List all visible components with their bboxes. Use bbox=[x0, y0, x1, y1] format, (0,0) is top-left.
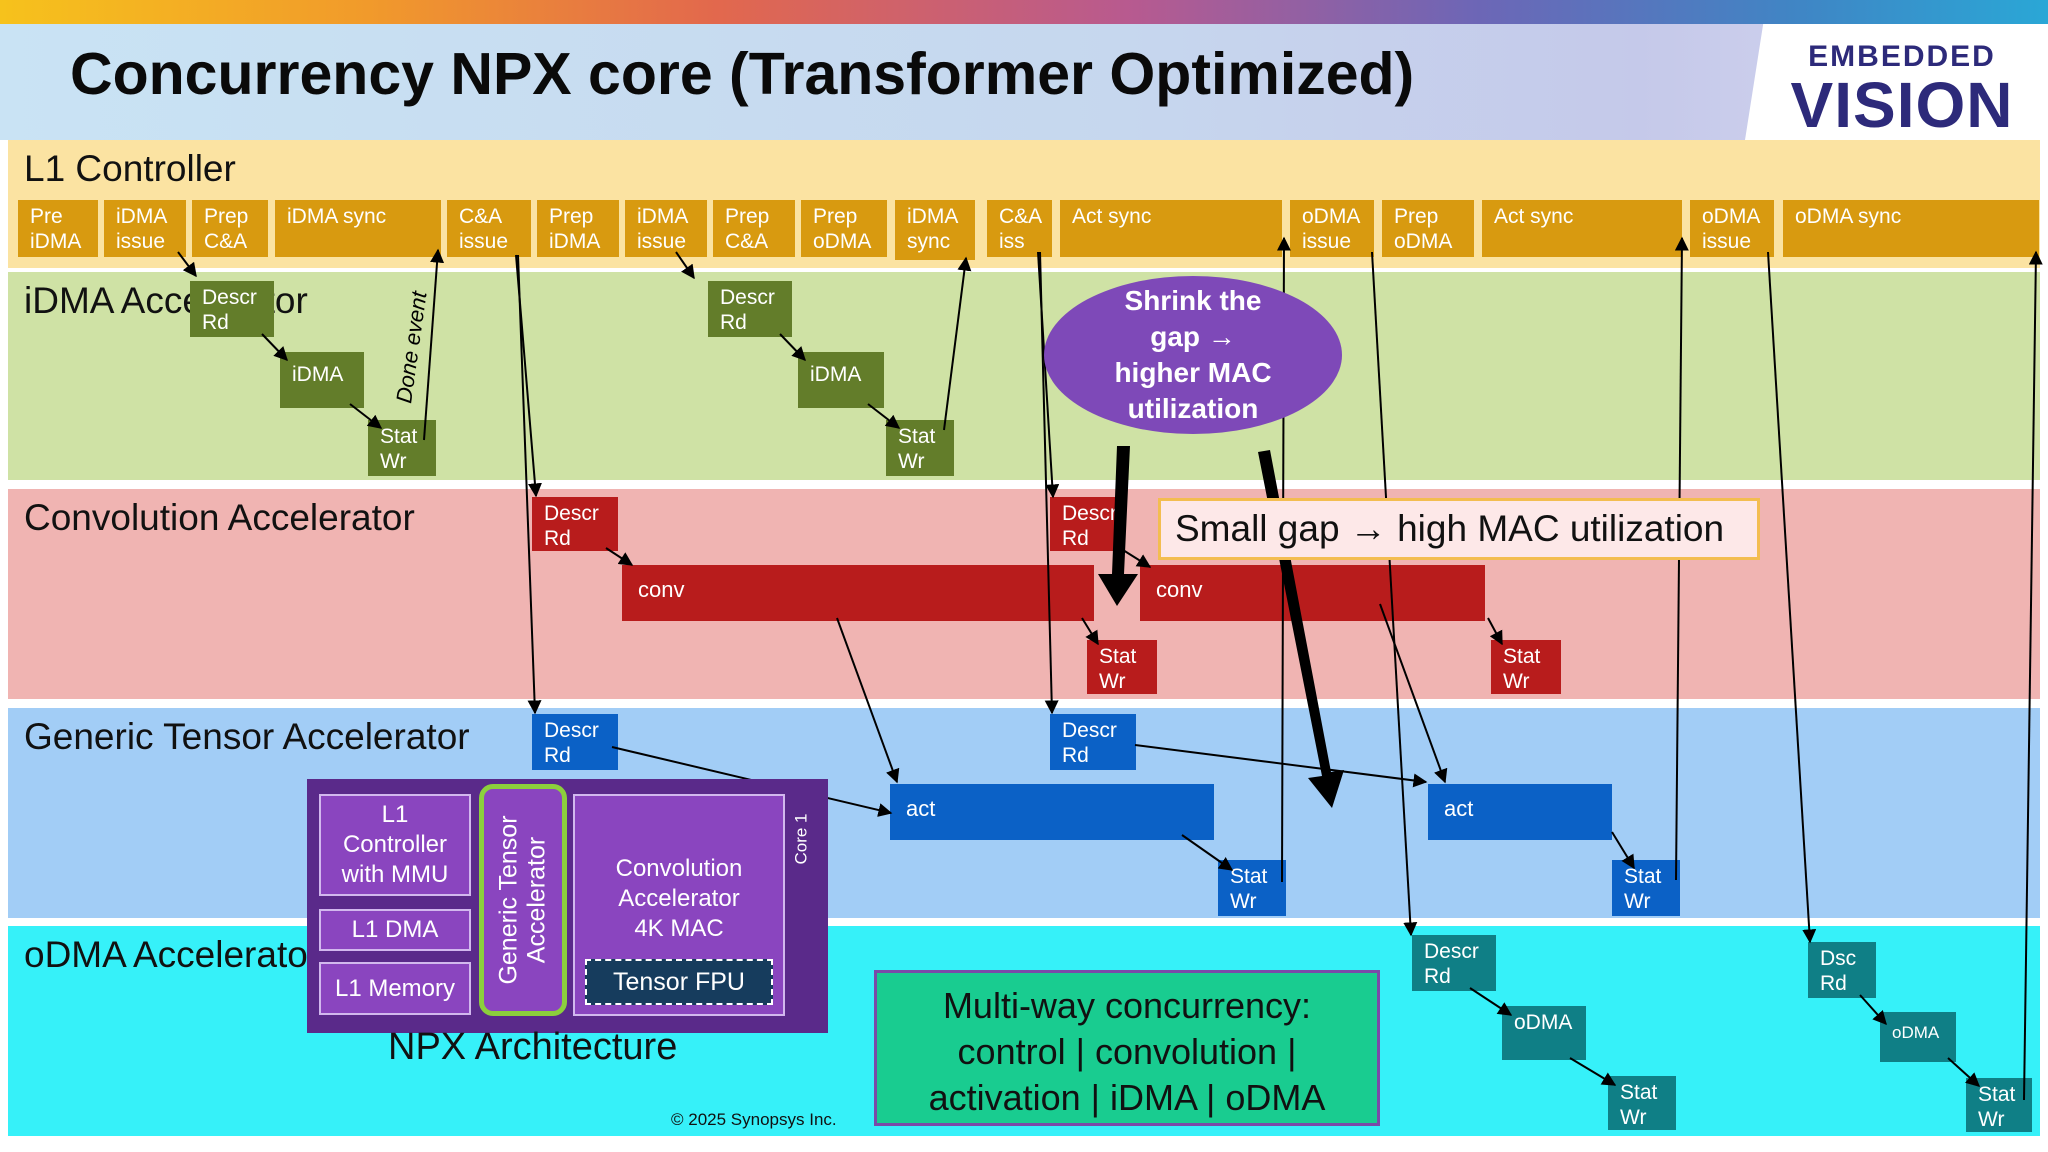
l1-block: Act sync bbox=[1482, 200, 1682, 257]
arrow bbox=[177, 251, 197, 278]
idma-block: Stat Wr bbox=[886, 420, 954, 476]
arrow bbox=[1487, 617, 1503, 646]
page-title: Concurrency NPX core (Transformer Optimi… bbox=[70, 41, 1415, 107]
gta-block: act bbox=[1428, 784, 1612, 840]
l1-block: Prep iDMA bbox=[537, 200, 619, 257]
arrow bbox=[867, 403, 901, 429]
conv-block: Stat Wr bbox=[1491, 640, 1561, 694]
arrow bbox=[1371, 251, 1418, 937]
conv-block: Descr Rd bbox=[1050, 497, 1120, 551]
shrink-gap-callout: Shrink the gap → higher MAC utilization bbox=[1044, 276, 1342, 434]
arrow bbox=[349, 403, 383, 429]
embedded-vision-logo: EMBEDDED VISION bbox=[1782, 40, 2022, 141]
conv-block: conv bbox=[1140, 565, 1485, 621]
odma-block: oDMA bbox=[1502, 1006, 1586, 1060]
arrow bbox=[2023, 250, 2043, 1101]
arrow bbox=[1081, 617, 1099, 646]
small-gap-note: Small gap → high MAC utilization bbox=[1158, 498, 1760, 560]
arrow bbox=[943, 256, 972, 431]
top-gradient-bar bbox=[0, 0, 2048, 24]
arrow bbox=[1134, 744, 1428, 788]
arrow bbox=[1039, 251, 1059, 715]
lane-label: L1 Controller bbox=[24, 148, 236, 189]
arrow bbox=[779, 333, 806, 362]
l1-block: oDMA issue bbox=[1290, 200, 1374, 257]
arrow bbox=[1947, 1057, 1981, 1087]
npx-l1-memory: L1 Memory bbox=[319, 962, 471, 1015]
arrow bbox=[261, 333, 288, 362]
npx-generic-tensor: Generic Tensor Accelerator bbox=[479, 784, 567, 1016]
arrow bbox=[836, 617, 900, 784]
arrow bbox=[1611, 831, 1635, 870]
arrow bbox=[1767, 251, 1817, 944]
l1-block: C&A iss bbox=[987, 200, 1052, 257]
conv-block: Stat Wr bbox=[1087, 640, 1157, 694]
idma-block: Descr Rd bbox=[708, 281, 792, 337]
arrow bbox=[1569, 1057, 1617, 1086]
l1-block: Prep C&A bbox=[192, 200, 268, 257]
lane-label: Convolution Accelerator bbox=[24, 497, 415, 538]
lane-label: Generic Tensor Accelerator bbox=[24, 716, 470, 757]
gta-block: Stat Wr bbox=[1218, 860, 1286, 916]
l1-block: Prep oDMA bbox=[1382, 200, 1474, 257]
npx-core-text: Core 1 bbox=[792, 813, 811, 865]
idma-block: iDMA bbox=[798, 352, 884, 408]
l1-block: Prep C&A bbox=[713, 200, 795, 257]
odma-block: Stat Wr bbox=[1966, 1078, 2032, 1132]
title-header bbox=[0, 24, 2048, 140]
odma-block: Stat Wr bbox=[1608, 1076, 1676, 1130]
idma-block: Descr Rd bbox=[190, 281, 274, 337]
npx-tensor-fpu: Tensor FPU bbox=[585, 959, 773, 1005]
l1-block: oDMA issue bbox=[1690, 200, 1774, 257]
npx-architecture-diagram: L1 Controller with MMU L1 DMA L1 Memory … bbox=[307, 779, 828, 1033]
arrow bbox=[605, 547, 634, 566]
done-event-label: Done event bbox=[391, 289, 432, 405]
odma-block: Descr Rd bbox=[1412, 935, 1496, 991]
idma-block: iDMA bbox=[280, 352, 364, 408]
gta-block: Descr Rd bbox=[1050, 714, 1136, 770]
arrow bbox=[517, 254, 542, 715]
l1-block: Pre iDMA bbox=[18, 200, 98, 257]
npx-architecture-label: NPX Architecture bbox=[388, 1026, 678, 1068]
copyright: © 2025 Synopsys Inc. bbox=[671, 1110, 837, 1129]
l1-block: iDMA issue bbox=[104, 200, 186, 257]
l1-block: iDMA sync bbox=[275, 200, 441, 257]
arrow bbox=[1181, 834, 1234, 871]
arrow bbox=[1379, 603, 1448, 784]
l1-block: Prep oDMA bbox=[801, 200, 887, 257]
l1-block: Act sync bbox=[1060, 200, 1282, 257]
multiway-concurrency-box: Multi-way concurrency: control | convolu… bbox=[874, 970, 1380, 1126]
gta-block: act bbox=[890, 784, 1214, 840]
arrow bbox=[1122, 549, 1152, 568]
arrow bbox=[675, 251, 695, 280]
npx-l1-controller: L1 Controller with MMU bbox=[319, 794, 471, 896]
logo-bottom-text: VISION bbox=[1790, 69, 2014, 141]
l1-block: iDMA issue bbox=[625, 200, 707, 257]
npx-generic-tensor-label: Generic Tensor Accelerator bbox=[495, 815, 552, 985]
gta-block: Stat Wr bbox=[1612, 860, 1680, 916]
odma-block: oDMA bbox=[1880, 1012, 1956, 1062]
arrow bbox=[423, 248, 445, 441]
conv-block: conv bbox=[622, 565, 1094, 621]
thick-arrow bbox=[1098, 446, 1138, 606]
gta-block: Descr Rd bbox=[532, 714, 618, 770]
l1-block: C&A issue bbox=[447, 200, 531, 257]
npx-l1-dma: L1 DMA bbox=[319, 909, 471, 951]
lane-label: oDMA Accelerator bbox=[24, 934, 321, 975]
arrow bbox=[1469, 987, 1513, 1016]
arrow bbox=[1859, 994, 1887, 1026]
conv-block: Descr Rd bbox=[532, 497, 618, 551]
npx-core-label: Core 1 bbox=[787, 799, 817, 879]
l1-block: oDMA sync bbox=[1783, 200, 2039, 257]
shrink-gap-text: Shrink the gap → higher MAC utilization bbox=[1114, 285, 1272, 424]
odma-block: Dsc Rd bbox=[1808, 942, 1876, 998]
logo-top-text: EMBEDDED bbox=[1808, 40, 1996, 73]
l1-block: iDMA sync bbox=[895, 200, 975, 260]
logo-area bbox=[1745, 24, 2048, 140]
